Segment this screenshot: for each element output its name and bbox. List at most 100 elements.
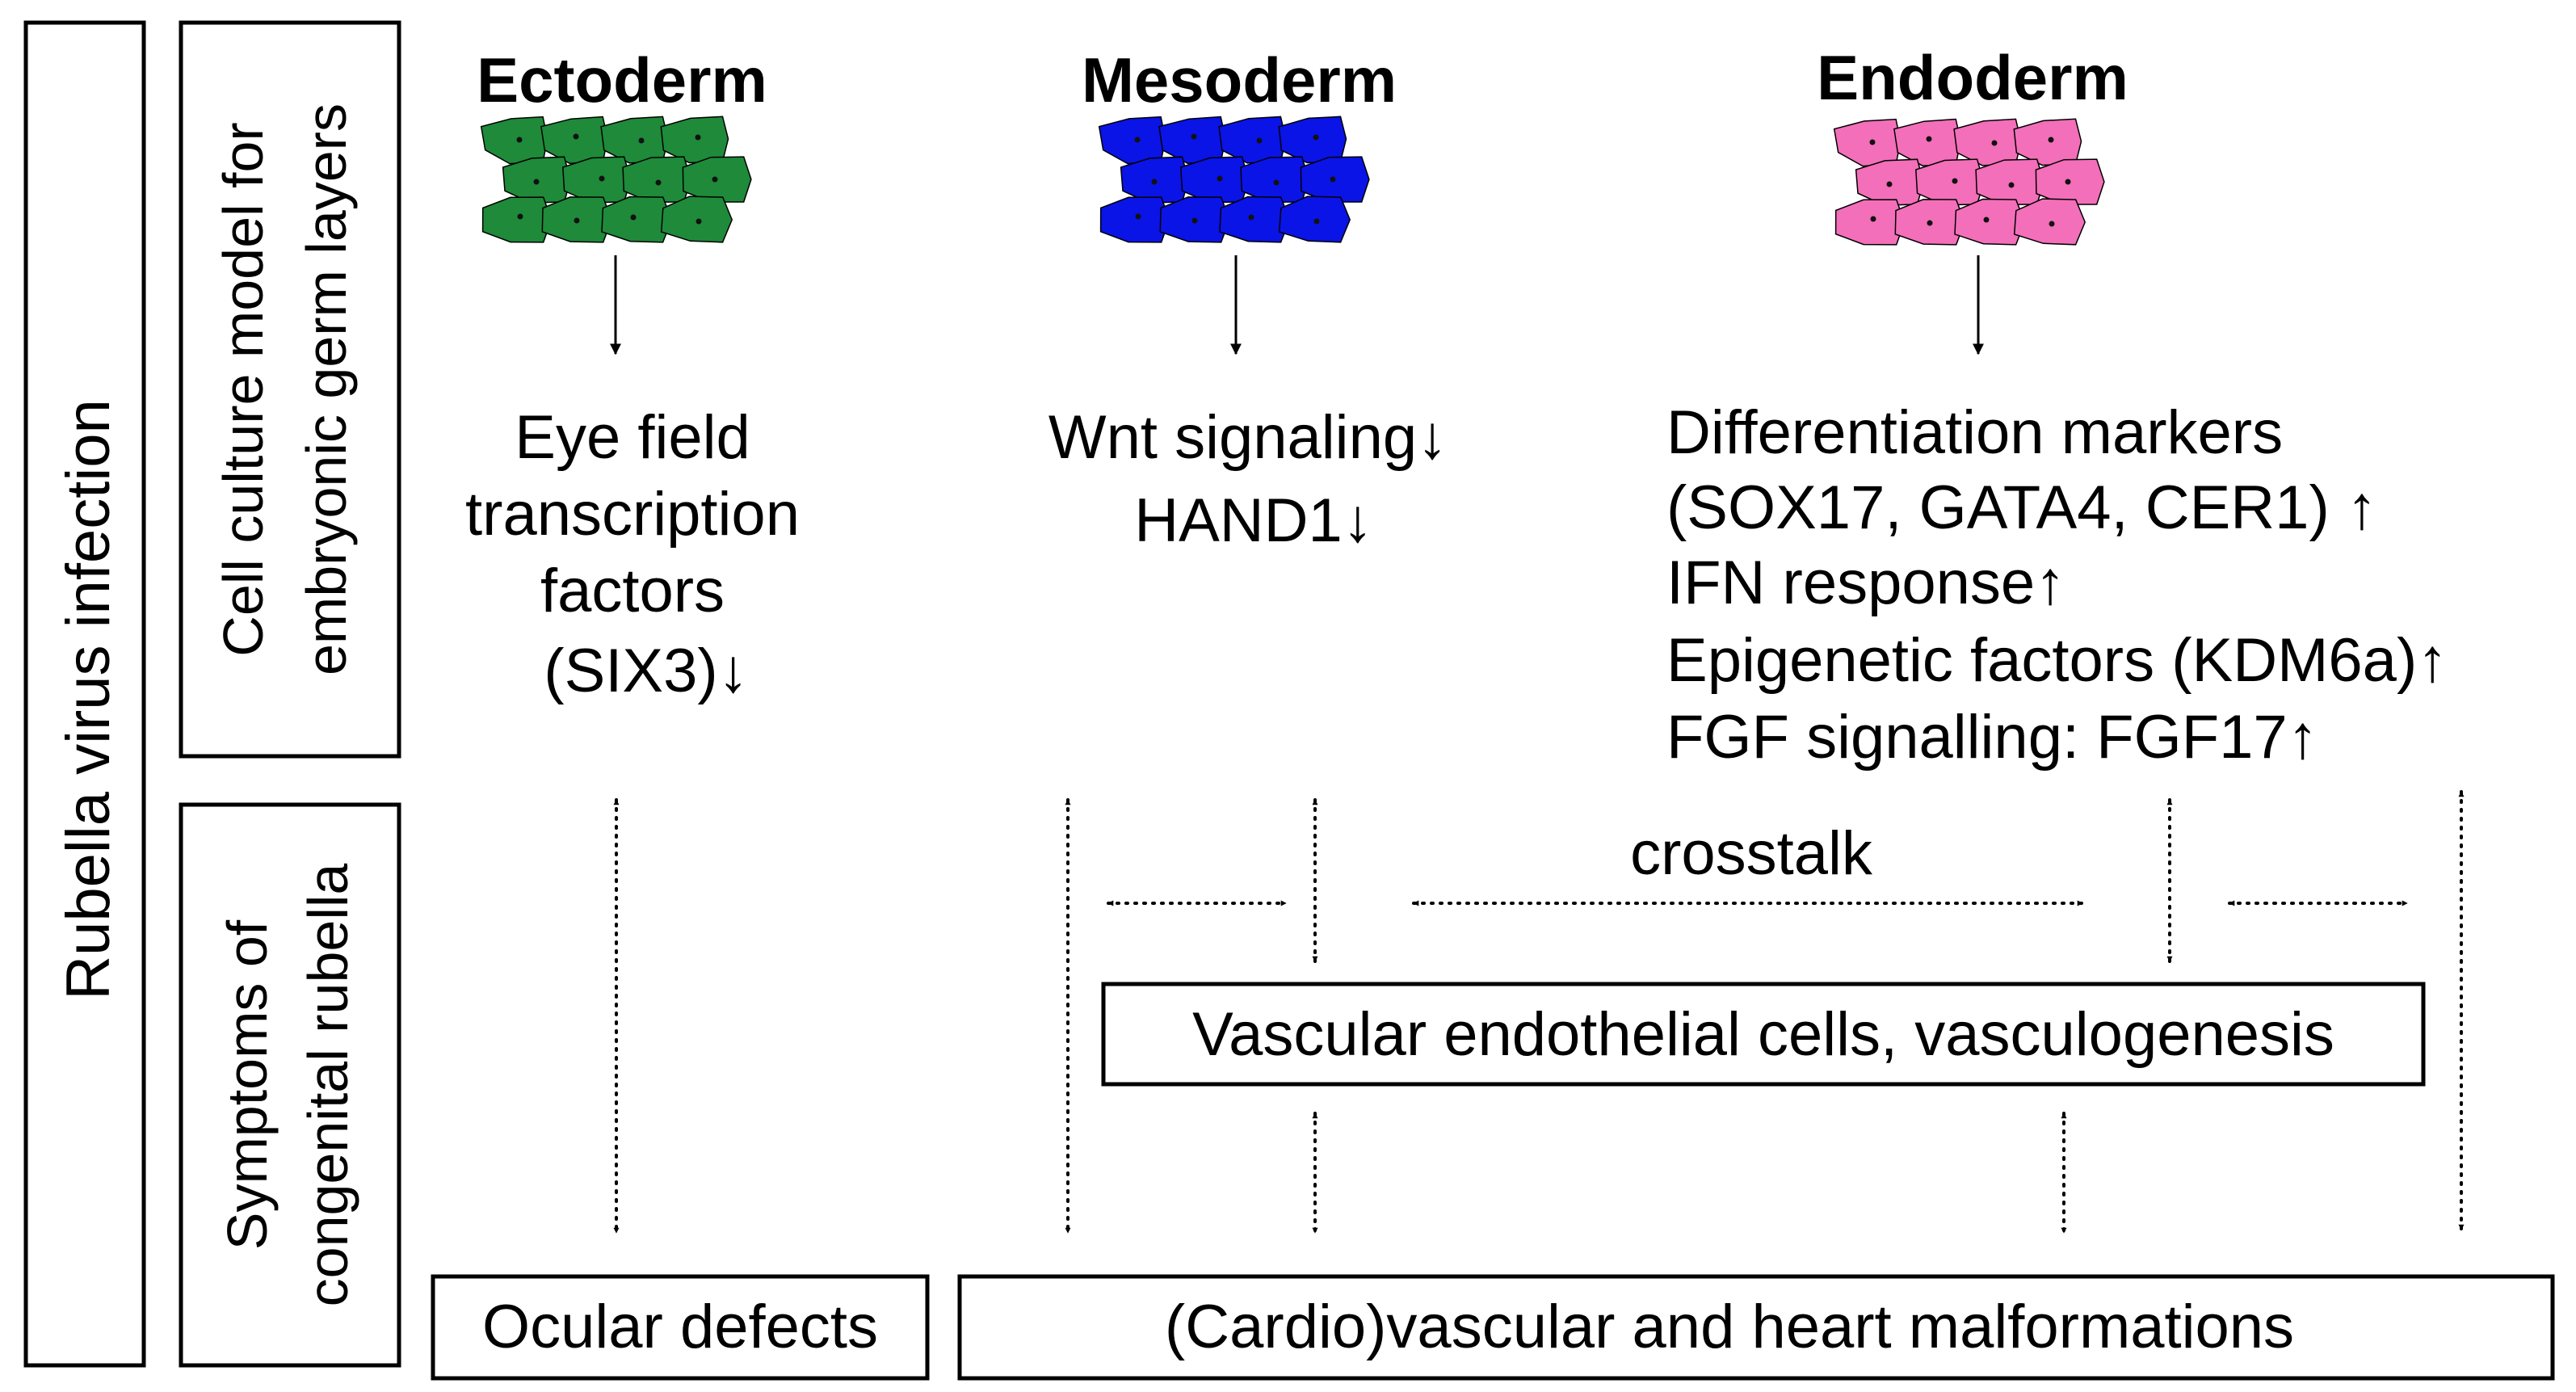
cardio-malformations-box <box>957 1274 2555 1381</box>
ectoderm-effect-line-1: Eye field <box>515 403 750 472</box>
mesoderm-effect-line-2: HAND1↓ <box>1134 486 1373 555</box>
cell-shape <box>1240 156 1310 204</box>
mesoderm-title: Mesoderm <box>1082 44 1397 116</box>
ocular-defects-label: Ocular defects <box>482 1293 878 1361</box>
endoderm-cell-cluster <box>1833 118 2105 246</box>
crosstalk-label: crosstalk <box>1630 819 1873 888</box>
cell-shape <box>540 116 609 164</box>
cell-shape <box>1099 196 1170 243</box>
cell-nucleus <box>599 175 605 182</box>
lower-side-label-line-1: Symptoms of <box>216 919 279 1250</box>
cell-nucleus <box>1135 213 1141 220</box>
lower-side-label-line-2: congenital rubella <box>296 864 359 1307</box>
cell-nucleus <box>1151 179 1158 185</box>
cell-nucleus <box>2008 182 2015 188</box>
cell-nucleus <box>517 213 523 220</box>
ectoderm-title: Ectoderm <box>477 44 767 116</box>
cell-shape <box>2013 118 2082 166</box>
cell-nucleus <box>1926 136 1932 142</box>
ectoderm-effect-line-2: transcription <box>465 480 800 549</box>
ectoderm-effect-line-4: (SIX3)↓ <box>544 637 748 705</box>
dotted-arrows <box>613 790 2465 1234</box>
cell-nucleus <box>1869 139 1876 145</box>
cell-nucleus <box>655 179 662 186</box>
cell-nucleus <box>1991 140 1998 146</box>
endoderm-title: Endoderm <box>1817 42 2128 113</box>
cell-shape <box>1098 116 1166 165</box>
cardio-malformations-label: (Cardio)vascular and heart malformations <box>1165 1293 2294 1361</box>
vascular-box <box>1101 982 2426 1087</box>
main-side-box <box>23 20 146 1368</box>
cell-nucleus <box>638 137 645 144</box>
vascular-box-label: Vascular endothelial cells, vasculogenes… <box>1192 1000 2334 1069</box>
endoderm-effect-line-2: (SOX17, GATA4, CER1) ↑ <box>1666 473 2377 542</box>
endoderm-effect-line-3: IFN response↑ <box>1666 549 2065 617</box>
cell-nucleus <box>712 176 718 183</box>
cell-shape <box>660 116 729 164</box>
cell-nucleus <box>1313 218 1320 225</box>
cell-shape <box>1953 118 2022 166</box>
main-side-label: Rubella virus infection <box>54 399 123 1000</box>
upper-side-box <box>179 20 401 759</box>
endoderm-effect-line-1: Differentiation markers <box>1666 398 2283 467</box>
cell-nucleus <box>1870 216 1876 222</box>
lower-side-label-group: Symptoms of congenital rubella <box>179 802 401 1368</box>
cell-nucleus <box>1313 134 1319 141</box>
cell-nucleus <box>1273 179 1280 186</box>
cell-shape <box>1278 116 1347 164</box>
upper-side-label-group: Cell culture model for embryonic germ la… <box>179 20 401 759</box>
main-side-label-group: Rubella virus infection <box>23 20 146 1368</box>
cell-shape <box>480 116 548 165</box>
cell-nucleus <box>2065 179 2071 185</box>
cell-shape <box>2013 198 2086 246</box>
cell-nucleus <box>630 214 637 221</box>
cell-nucleus <box>695 218 702 225</box>
cell-nucleus <box>1217 175 1223 182</box>
upper-side-label-line-1: Cell culture model for <box>212 122 275 656</box>
cell-shape <box>1219 196 1291 243</box>
cell-shape <box>1158 116 1227 164</box>
cell-nucleus <box>1983 217 1990 223</box>
cell-nucleus <box>1952 178 1958 184</box>
cell-nucleus <box>533 179 540 185</box>
cell-shape <box>1975 158 2045 206</box>
cell-shape <box>601 196 673 243</box>
cell-shape <box>1278 196 1351 243</box>
cell-shape <box>1180 156 1250 204</box>
endoderm-effect-line-5: FGF signalling: FGF17↑ <box>1666 703 2318 772</box>
cell-nucleus <box>516 137 523 143</box>
cell-shape <box>660 196 733 243</box>
cell-nucleus <box>1927 220 1933 226</box>
cell-nucleus <box>1256 137 1263 144</box>
cell-nucleus <box>1886 181 1893 187</box>
cell-shape <box>1834 199 1906 246</box>
cell-nucleus <box>2048 137 2054 143</box>
cell-nucleus <box>695 134 701 141</box>
ectoderm-cell-cluster <box>480 116 752 243</box>
cell-shape <box>1833 118 1902 167</box>
endoderm-effect-line-4: Epigenetic factors (KDM6a)↑ <box>1666 626 2448 695</box>
cell-shape <box>1954 198 2026 246</box>
cell-nucleus <box>573 133 579 140</box>
cell-nucleus <box>1330 176 1336 183</box>
cell-nucleus <box>1134 137 1141 143</box>
cell-shape <box>562 156 632 204</box>
lower-side-box <box>179 802 401 1368</box>
cell-nucleus <box>574 217 580 224</box>
mesoderm-effect-line-1: Wnt signaling↓ <box>1048 403 1448 472</box>
ectoderm-effect-line-3: factors <box>540 557 725 625</box>
mesoderm-cell-cluster <box>1098 116 1370 243</box>
cell-nucleus <box>1191 133 1197 140</box>
cell-shape <box>1893 118 1962 166</box>
cell-nucleus <box>1191 217 1198 224</box>
upper-side-label-line-2: embryonic germ layers <box>295 103 358 675</box>
cell-shape <box>1218 116 1287 164</box>
cell-nucleus <box>2049 221 2055 227</box>
cell-shape <box>622 156 692 204</box>
cell-shape <box>481 196 553 243</box>
cell-shape <box>1915 158 1985 206</box>
cell-nucleus <box>1248 214 1254 221</box>
ocular-defects-box <box>431 1274 930 1381</box>
cell-shape <box>600 116 669 164</box>
